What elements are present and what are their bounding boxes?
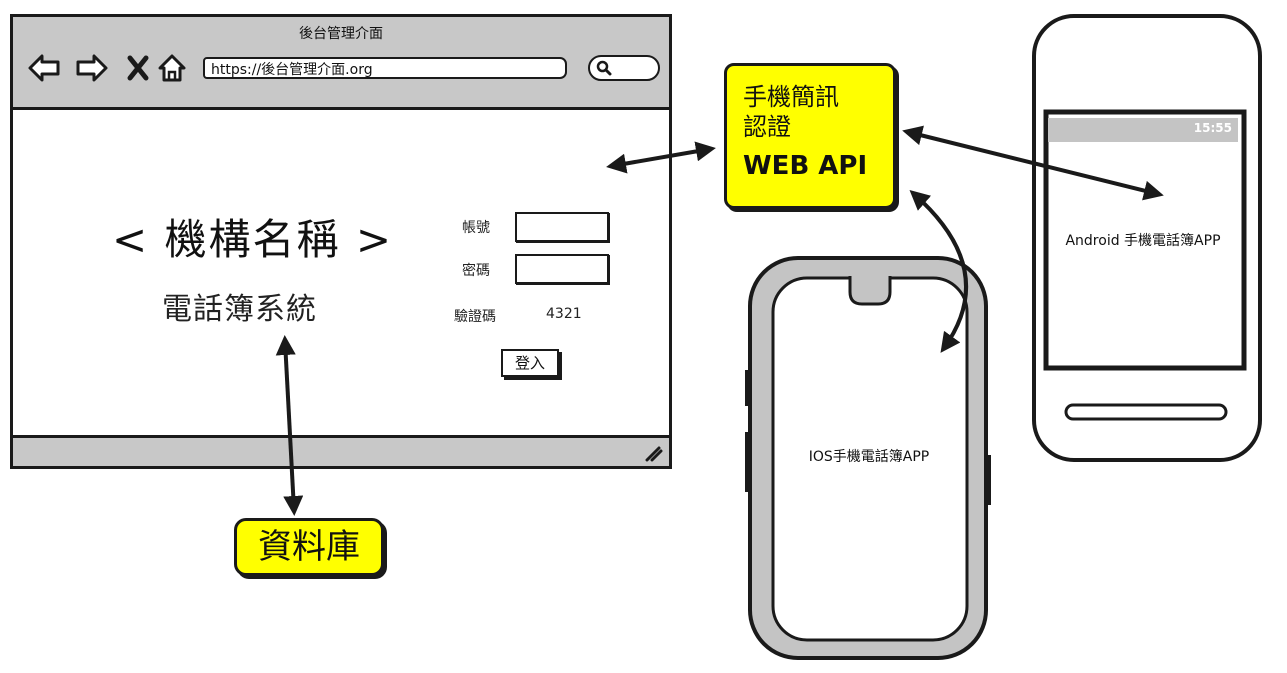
password-label: 密碼 <box>462 263 490 279</box>
arrow-api-ios <box>909 190 968 353</box>
close-x-icon[interactable] <box>121 51 155 85</box>
search-field[interactable] <box>588 55 660 81</box>
power-button-icon <box>985 455 991 505</box>
account-input[interactable] <box>515 212 609 242</box>
sms-api-line2: 認證 <box>743 113 791 141</box>
volume-button-icon <box>745 370 751 406</box>
side-button-icon <box>745 432 751 492</box>
system-name: 電話簿系統 <box>162 292 317 327</box>
search-icon <box>596 60 612 80</box>
back-arrow-icon[interactable] <box>27 51 61 85</box>
android-clock: 15:55 <box>1193 121 1232 135</box>
home-bar-icon <box>1064 403 1228 421</box>
android-status-bar: 15:55 <box>1048 118 1238 142</box>
browser-title: 後台管理介面 <box>299 26 383 42</box>
ios-phone <box>745 256 991 660</box>
database-note: 資料庫 <box>234 518 384 576</box>
browser-toolbar: 後台管理介面 https://後台管理介面.org <box>13 17 669 110</box>
android-app-label: Android 手機電話簿APP <box>1065 233 1221 249</box>
home-icon[interactable] <box>155 51 189 85</box>
arrow-api-android <box>902 125 1164 201</box>
arrow-browser-api <box>606 141 716 174</box>
resize-grip-icon[interactable] <box>643 442 663 466</box>
sms-api-line1: 手機簡訊 <box>743 83 839 111</box>
captcha-label: 驗證碼 <box>454 309 496 325</box>
organization-name: < 機構名稱 > <box>112 215 394 264</box>
browser-status-bar <box>13 435 669 466</box>
address-bar[interactable]: https://後台管理介面.org <box>203 57 567 79</box>
password-input[interactable] <box>515 254 609 284</box>
ios-app-label: IOS手機電話簿APP <box>808 449 930 465</box>
login-button[interactable]: 登入 <box>501 349 559 377</box>
sms-api-note: 手機簡訊 認證 WEB API <box>724 63 896 209</box>
forward-arrow-icon[interactable] <box>75 51 109 85</box>
captcha-value: 4321 <box>546 306 582 322</box>
arrow-browser-database <box>275 335 304 516</box>
sms-api-line3: WEB API <box>743 151 868 181</box>
account-label: 帳號 <box>462 220 490 236</box>
